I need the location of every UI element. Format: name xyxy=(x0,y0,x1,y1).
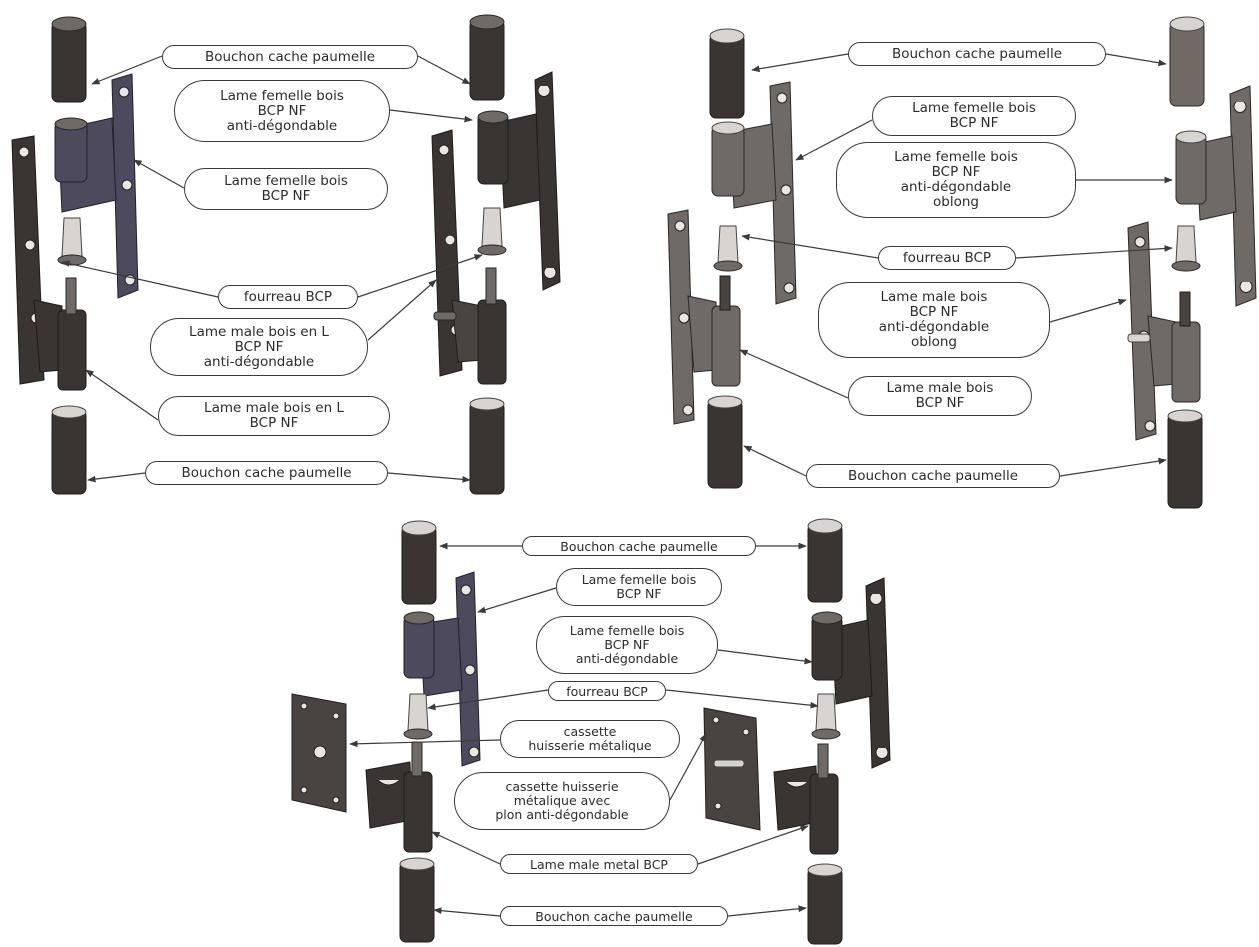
label-bouchon-top-3: Bouchon cache paumelle xyxy=(522,536,756,556)
label-bouchon-top-2: Bouchon cache paumelle xyxy=(848,42,1106,66)
male-oblong-plate-right-2 xyxy=(1127,221,1201,441)
male-metal-plate-left-3 xyxy=(365,741,433,853)
sleeve-right-2 xyxy=(1171,225,1201,272)
cap-bottom-right-1 xyxy=(469,397,505,495)
cap-top-right-1 xyxy=(469,14,505,101)
label-fourreau-3: fourreau BCP xyxy=(548,681,666,701)
label-lame-male-oblong-2: Lame male bois BCP NF anti-dégondable ob… xyxy=(818,282,1050,358)
sleeve-left-3 xyxy=(403,693,433,740)
cap-bottom-right-3 xyxy=(807,863,843,945)
cap-top-left-2 xyxy=(709,28,745,119)
cassette-left-3 xyxy=(291,693,347,813)
cap-top-left-3 xyxy=(401,520,437,605)
panel-1-parts xyxy=(11,14,561,495)
label-lame-male-L-1: Lame male bois en L BCP NF xyxy=(158,396,390,436)
label-fourreau-2: fourreau BCP xyxy=(878,246,1016,270)
panel-2-parts xyxy=(667,16,1257,509)
label-lame-femelle-3: Lame femelle bois BCP NF xyxy=(556,568,722,606)
cap-bottom-left-1 xyxy=(51,405,87,495)
cassette-plon-right-3 xyxy=(703,707,761,831)
cap-top-right-2 xyxy=(1169,16,1205,107)
panel-3-parts xyxy=(291,518,891,945)
female-anti-plate-right-3 xyxy=(811,577,891,769)
label-cassette-plon-3: cassette huisserie métalique avec plon a… xyxy=(454,772,670,830)
label-lame-male-2: Lame male bois BCP NF xyxy=(848,376,1032,416)
cap-bottom-right-2 xyxy=(1167,409,1203,509)
sleeve-right-3 xyxy=(811,693,841,740)
label-lame-male-L-anti-1: Lame male bois en L BCP NF anti-dégondab… xyxy=(150,318,368,376)
label-bouchon-top-1: Bouchon cache paumelle xyxy=(162,45,418,69)
label-lame-male-metal-3: Lame male metal BCP xyxy=(500,854,698,874)
female-oblong-plate-right-2 xyxy=(1175,85,1257,307)
label-cassette-3: cassette huisserie métalique xyxy=(500,720,680,758)
male-plate-left-1 xyxy=(11,135,87,391)
label-bouchon-bottom-1: Bouchon cache paumelle xyxy=(145,461,388,485)
female-plate-left-3 xyxy=(403,571,481,767)
sleeve-left-1 xyxy=(57,217,87,266)
cap-bottom-left-3 xyxy=(399,857,435,943)
male-anti-plate-right-1 xyxy=(431,129,507,385)
leader-lines xyxy=(61,53,1173,917)
label-lame-femelle-oblong-2: Lame femelle bois BCP NF anti-dégondable… xyxy=(836,142,1076,218)
cap-top-left-1 xyxy=(51,16,87,103)
female-plate-left-1 xyxy=(54,73,139,299)
cap-bottom-left-2 xyxy=(707,395,743,489)
label-bouchon-bottom-3: Bouchon cache paumelle xyxy=(500,906,728,926)
female-plate-left-2 xyxy=(711,81,797,305)
label-fourreau-1: fourreau BCP xyxy=(218,285,358,309)
sleeve-right-1 xyxy=(477,207,507,256)
label-lame-femelle-anti-1: Lame femelle bois BCP NF anti-dégondable xyxy=(174,80,390,142)
label-lame-femelle-anti-3: Lame femelle bois BCP NF anti-dégondable xyxy=(536,616,718,674)
male-metal-plate-right-3 xyxy=(773,743,839,855)
label-lame-femelle-1: Lame femelle bois BCP NF xyxy=(184,168,388,210)
label-bouchon-bottom-2: Bouchon cache paumelle xyxy=(806,464,1060,488)
label-lame-femelle-2: Lame femelle bois BCP NF xyxy=(872,96,1076,136)
sleeve-left-2 xyxy=(713,225,743,272)
cap-top-right-3 xyxy=(807,518,843,603)
male-plate-left-2 xyxy=(667,209,741,425)
female-anti-plate-right-1 xyxy=(477,71,561,291)
